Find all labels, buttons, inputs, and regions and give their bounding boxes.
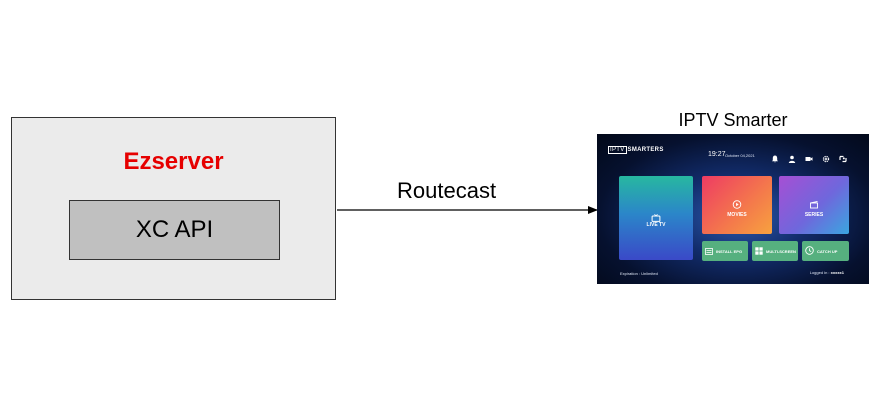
logged-in-user: xxxxx1: [830, 270, 844, 275]
logged-in-prefix: Logged in :: [809, 270, 830, 275]
logged-in-text: Logged in : xxxxx1: [810, 270, 844, 275]
epg-icon: [705, 242, 713, 260]
multi-screen-tile[interactable]: MULTI-SCREEN: [752, 241, 798, 261]
install-epg-label: INSTALL EPG: [716, 248, 743, 254]
bell-icon[interactable]: [771, 150, 779, 163]
tv-icon: [651, 209, 661, 227]
multi-screen-label: MULTI-SCREEN: [766, 248, 796, 254]
play-icon: [732, 196, 742, 214]
grid-icon: [755, 242, 763, 260]
routecast-label: Routecast: [397, 178, 497, 203]
series-tile[interactable]: SERIES: [779, 176, 849, 234]
user-icon[interactable]: [788, 150, 796, 163]
header-icons: [771, 150, 847, 163]
live-tv-label: LIVE TV: [646, 222, 666, 228]
clock-icon: [805, 242, 814, 260]
catch-up-label: CATCH UP: [817, 248, 838, 254]
switch-icon[interactable]: [839, 150, 847, 163]
video-icon[interactable]: [805, 150, 813, 161]
ezserver-title: Ezserver: [123, 148, 224, 175]
expiration-text: Expiration : Unlimited: [620, 271, 658, 276]
series-label: SERIES: [804, 212, 824, 218]
live-tv-tile[interactable]: LIVE TV: [619, 176, 693, 260]
catch-up-tile[interactable]: CATCH UP: [802, 241, 849, 261]
clapper-icon: [810, 196, 819, 214]
clock-date: October 04,2021: [725, 153, 755, 158]
gear-icon[interactable]: [822, 150, 830, 163]
ezserver-box: Ezserver XC API: [11, 117, 336, 300]
xc-api-box: XC API: [69, 200, 280, 260]
movies-label: MOVIES: [727, 212, 747, 218]
clock-time: 19:27: [708, 151, 726, 158]
install-epg-tile[interactable]: INSTALL EPG: [702, 241, 748, 261]
iptv-smarter-title: IPTV Smarter: [678, 110, 788, 130]
movies-tile[interactable]: MOVIES: [702, 176, 772, 234]
